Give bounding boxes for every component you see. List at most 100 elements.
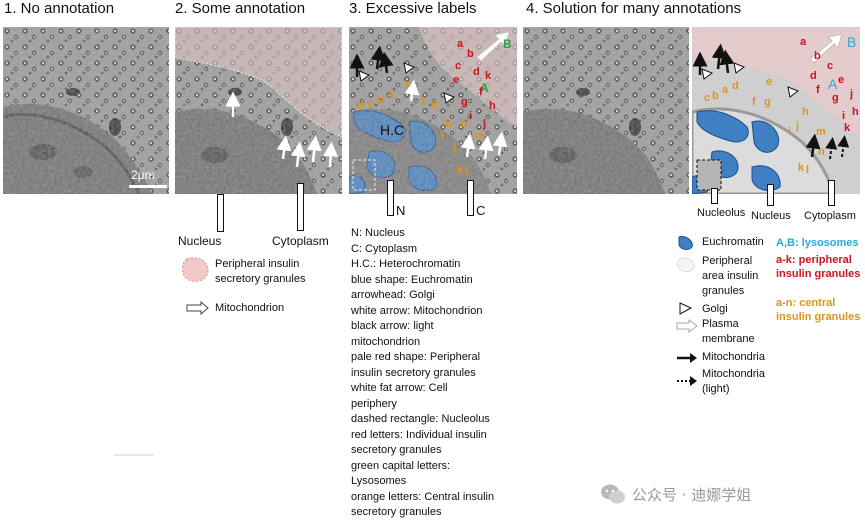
description-line: green capital letters: xyxy=(351,459,451,472)
lysosome-B-label: B xyxy=(503,37,512,51)
euchromatin-legend-icon xyxy=(678,236,693,250)
schematic-image xyxy=(692,27,860,194)
orange-letter: d xyxy=(732,80,739,92)
central-category-text: a-n: central insulin granules xyxy=(776,297,861,323)
annotation-schematic-panel: B A a b c d e f g h i j k a b c d e f g … xyxy=(692,27,860,194)
description-line: insulin secretory granules xyxy=(351,366,476,379)
orange-letter: h xyxy=(445,118,452,130)
plasma-membrane-arrow xyxy=(809,33,843,64)
lysosome-category-text: A,B: lysosomes xyxy=(776,237,859,249)
orange-letter: n xyxy=(818,146,825,158)
euchromatin-legend-text: Euchromatin xyxy=(702,236,764,248)
description-line: secretory granules xyxy=(351,506,442,518)
red-letter: c xyxy=(827,60,834,72)
peripheral-granules-legend-icon xyxy=(676,257,695,273)
orange-letter: l xyxy=(465,166,469,178)
description-line: N: Nucleus xyxy=(351,227,405,239)
red-letter: d xyxy=(473,66,480,78)
micrograph-image xyxy=(523,27,689,194)
orange-letter: j xyxy=(796,120,800,132)
nucleus-label: Nucleus xyxy=(178,234,222,248)
description-line: C: Cytoplasm xyxy=(351,242,418,255)
orange-letter: f xyxy=(752,96,756,108)
description-line: periphery xyxy=(351,397,397,410)
orange-letter: d xyxy=(357,100,364,112)
red-letter: i xyxy=(469,110,473,122)
fat-arrow-legend-icon xyxy=(186,301,209,315)
red-letter: e xyxy=(838,74,845,86)
light-mitochondria-arrows xyxy=(825,135,850,160)
red-letter: b xyxy=(467,48,474,60)
wechat-icon xyxy=(601,484,625,504)
red-letter: g xyxy=(461,96,468,108)
description-line: arrowhead: Golgi xyxy=(351,289,435,301)
peripheral-granules-legend-text: Peripheral area insulin granules xyxy=(702,255,759,297)
orange-letter: i xyxy=(441,130,445,142)
red-letter: j xyxy=(850,88,854,100)
panel-1-title: 1. No annotation xyxy=(4,0,115,17)
red-letter: k xyxy=(485,70,492,82)
mitochondrion-arrows xyxy=(404,79,508,160)
cell-periphery-fat-arrow xyxy=(476,31,510,62)
micrograph-panel-4-raw xyxy=(523,27,689,194)
watermark-text: 公众号 · 迪娜学姐 xyxy=(632,485,752,504)
orange-letter: a xyxy=(722,84,729,96)
orange-letter: j xyxy=(453,142,457,154)
red-letter: d xyxy=(810,70,817,82)
orange-letter: m xyxy=(816,126,826,138)
panel-2-title: 2. Some annotation xyxy=(175,0,306,17)
divider xyxy=(114,454,154,456)
red-letter: j xyxy=(483,118,487,130)
red-letter: a xyxy=(457,38,464,50)
description-line: pale red shape: Peripheral xyxy=(351,351,481,363)
cytoplasm-label: Cytoplasm xyxy=(272,234,329,248)
golgi-arrowheads xyxy=(701,62,800,98)
light-mitochondria-legend-icon xyxy=(677,376,697,386)
orange-letter: m xyxy=(475,130,485,142)
orange-letter: a xyxy=(387,88,394,100)
C-callout xyxy=(467,180,474,216)
mitochondria-arrows xyxy=(692,43,821,158)
lysosome-A-label: A xyxy=(480,81,489,95)
insulin-granule-legend-icon xyxy=(182,257,209,282)
orange-letter: l xyxy=(806,164,810,176)
lysosome-A-label: A xyxy=(828,76,838,92)
panel-3-title: 3. Excessive labels xyxy=(349,0,477,17)
description-line: secretory granules xyxy=(351,444,442,456)
description-line: orange letters: Central insulin xyxy=(351,490,495,503)
peripheral-category-text: a-k: peripheral insulin granules xyxy=(776,254,861,280)
red-letter: k xyxy=(844,122,851,134)
red-letter: f xyxy=(816,84,820,96)
light-mitochondrion-arrows xyxy=(349,45,394,77)
red-letter: a xyxy=(800,36,807,48)
orange-letter: e xyxy=(405,78,412,90)
golgi-arrowheads xyxy=(358,62,456,104)
nucleus-label: Nucleus xyxy=(751,210,791,222)
mitochondrion-legend-text: Mitochondrion xyxy=(215,302,285,314)
micrograph-image xyxy=(349,27,517,194)
orange-letter: b xyxy=(377,94,384,106)
orange-letter: k xyxy=(457,164,464,176)
orange-letter: n xyxy=(461,118,468,130)
red-letter: g xyxy=(832,92,839,104)
description-line: Lysosomes xyxy=(351,475,407,487)
orange-letter: c xyxy=(704,92,711,104)
golgi-legend-icon xyxy=(679,302,693,315)
description-line: dashed rectangle: Nucleolus xyxy=(351,413,490,425)
panel-3-description: N: Nucleus C: Cytoplasm H.C.: Heterochro… xyxy=(351,226,521,521)
mitochondria-legend-text: Mitochondria xyxy=(702,351,765,363)
mitochondrion-arrows xyxy=(225,91,339,168)
light-mitochondria-legend-text: Mitochondria (light) xyxy=(702,368,765,395)
description-line: white arrow: Mitochondrion xyxy=(351,304,483,317)
C-label: C xyxy=(476,203,486,218)
description-line: mitochondrion xyxy=(351,335,421,348)
orange-letter: c xyxy=(367,98,374,110)
euchromatin-shapes xyxy=(692,110,781,194)
N-label: N xyxy=(396,203,406,218)
plasma-membrane-legend-text: Plasma membrane xyxy=(702,318,755,345)
orange-letter: e xyxy=(766,76,773,88)
orange-letter: g xyxy=(431,98,438,110)
red-letter: c xyxy=(455,60,462,72)
golgi-legend-text: Golgi xyxy=(702,303,728,315)
mitochondria-legend-icon xyxy=(677,353,697,363)
